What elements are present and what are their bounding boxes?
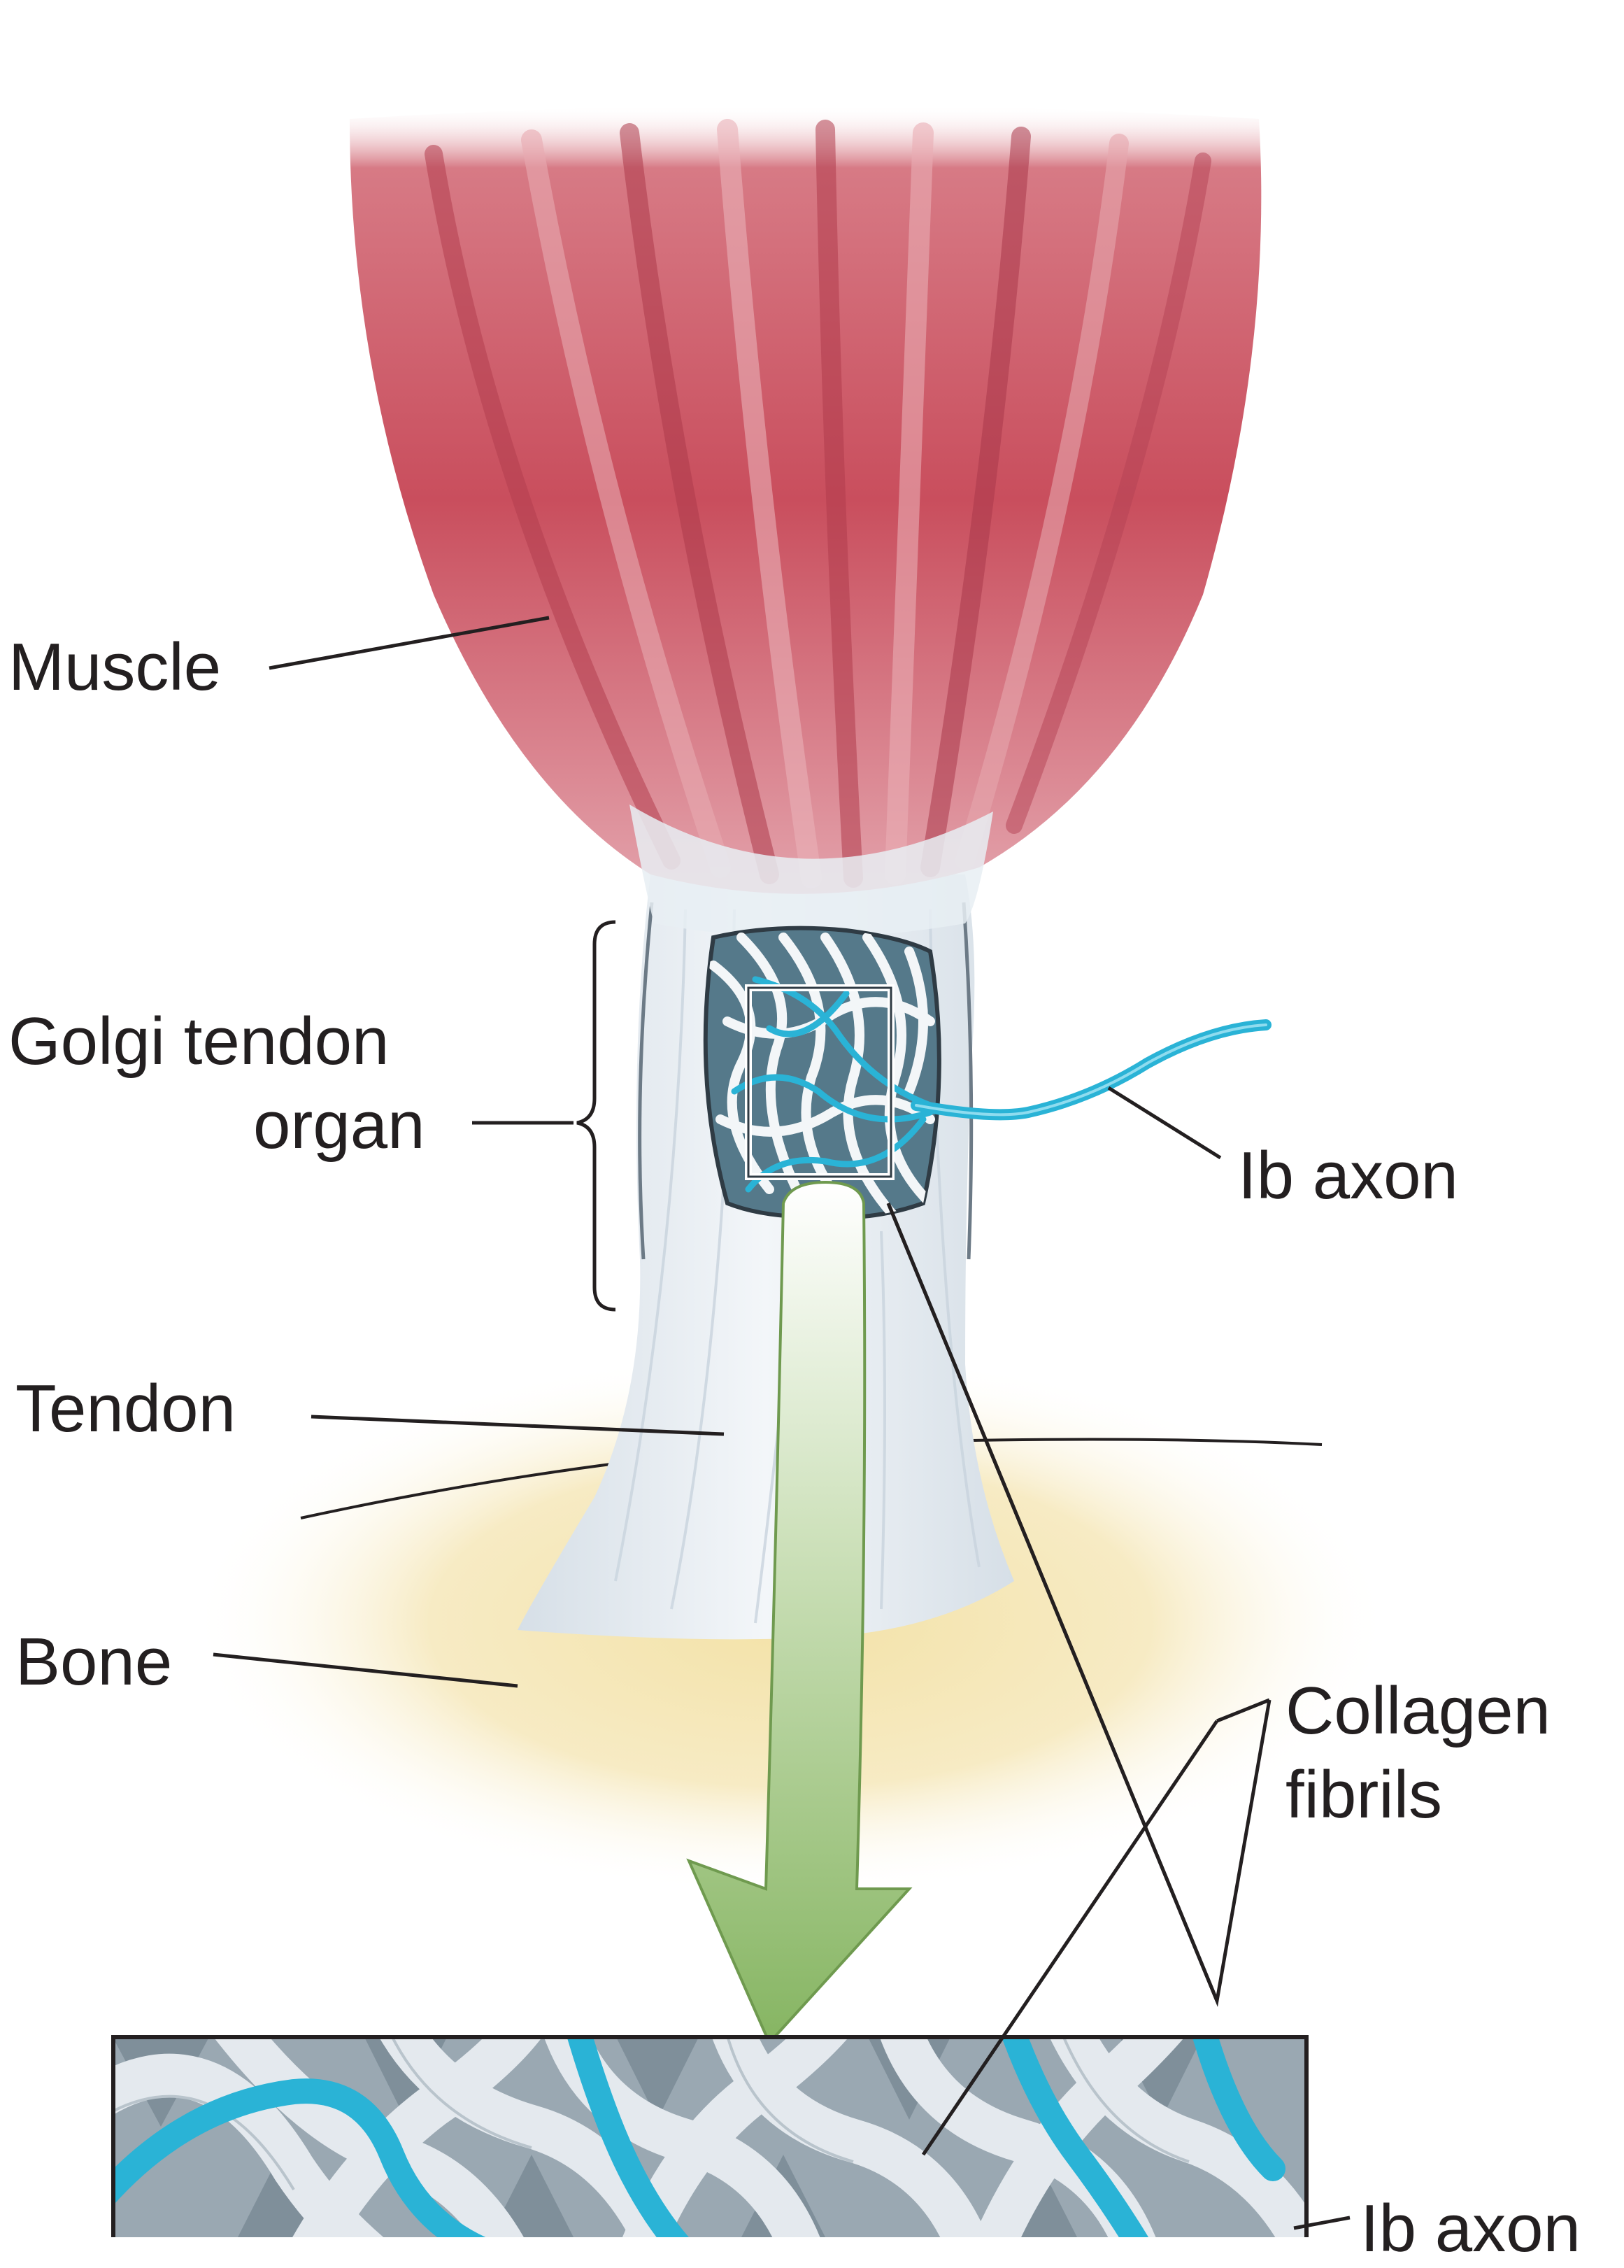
muscle-belly (350, 105, 1262, 894)
label-ib-axon-bottom: Ib axon (1360, 2191, 1581, 2266)
muscle-leader (269, 616, 550, 670)
tendon-right-edge (962, 902, 974, 1260)
label-ib-axon: Ib axon (1238, 1138, 1458, 1213)
tendon-left-edge (638, 902, 654, 1260)
tendon-leader (311, 1415, 725, 1436)
collagen-leader-top (886, 1203, 1272, 2007)
label-tendon: Tendon (15, 1371, 236, 1446)
label-bone: Bone (15, 1624, 173, 1699)
label-collagen-fibrils-line2: fibrils (1285, 1757, 1443, 1832)
golgi-brace (576, 920, 616, 1312)
magnified-panel (111, 2035, 1309, 2246)
ib-axon-bottom-leader (1293, 2216, 1351, 2230)
label-golgi-tendon-organ-line2: organ (253, 1088, 425, 1163)
bone-leader (213, 1652, 518, 1688)
leader-lines (213, 616, 1351, 2230)
label-muscle: Muscle (8, 630, 222, 704)
label-golgi-tendon-organ-line1: Golgi tendon (8, 1004, 390, 1079)
ib-axon-leader (1107, 1086, 1222, 1160)
label-collagen-fibrils-line1: Collagen (1285, 1673, 1551, 1748)
muscle-striations (425, 119, 1211, 888)
muscle-tendon-junction (629, 805, 993, 937)
